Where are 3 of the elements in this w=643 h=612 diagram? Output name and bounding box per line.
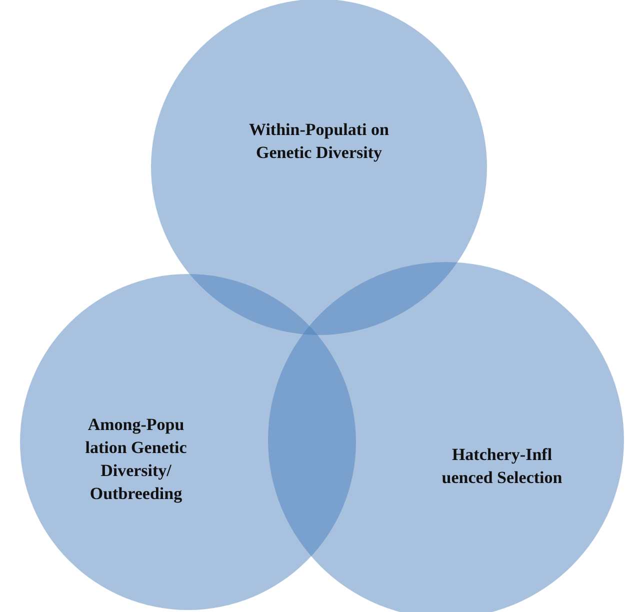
circle-label: Among-Popu lation Genetic Diversity/ Outbreeding — [84, 414, 188, 505]
circle-label: Hatchery-Infl uenced Selection — [440, 444, 564, 489]
circle-label: Within-Populati on Genetic Diversity — [248, 119, 390, 164]
